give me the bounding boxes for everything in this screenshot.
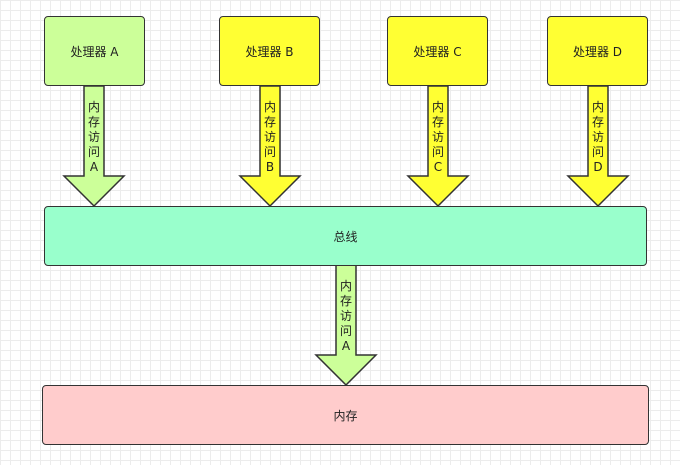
arrow-processor-d-to-bus bbox=[566, 85, 630, 208]
arrow-processor-a-to-bus bbox=[62, 85, 126, 208]
processor-c-label: 处理器 C bbox=[413, 44, 462, 59]
arrow-bus-to-memory-label: 内存访问A bbox=[339, 279, 352, 353]
bus-box: 总线 bbox=[44, 206, 647, 266]
processor-a-label: 处理器 A bbox=[70, 44, 119, 59]
arrow-b-label: 内存访问B bbox=[263, 100, 276, 174]
processor-d-label: 处理器 D bbox=[572, 44, 623, 59]
processor-d-box: 处理器 D bbox=[547, 16, 648, 86]
processor-a-box: 处理器 A bbox=[44, 16, 145, 86]
arrow-c-label: 内存访问C bbox=[431, 100, 444, 174]
arrow-a-label: 内存访问A bbox=[87, 100, 100, 174]
arrow-processor-b-to-bus bbox=[238, 85, 302, 208]
arrow-processor-c-to-bus bbox=[406, 85, 470, 208]
memory-box: 内存 bbox=[42, 385, 649, 445]
arrow-bus-to-memory bbox=[314, 264, 378, 387]
bus-label: 总线 bbox=[333, 229, 358, 244]
processor-b-label: 处理器 B bbox=[245, 44, 294, 59]
memory-label: 内存 bbox=[333, 408, 358, 423]
arrow-d-label: 内存访问D bbox=[591, 100, 604, 174]
processor-c-box: 处理器 C bbox=[387, 16, 488, 86]
processor-b-box: 处理器 B bbox=[219, 16, 320, 86]
